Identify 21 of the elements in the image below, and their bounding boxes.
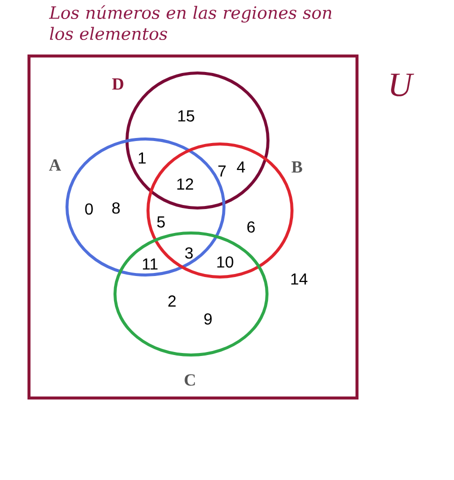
title: Los números en las regiones son los elementos	[48, 5, 332, 40]
element-number: 1	[138, 152, 146, 164]
universe-label: U	[390, 74, 414, 96]
element-number: 2	[168, 295, 176, 307]
element-number: 5	[157, 216, 165, 228]
element-number: 10	[217, 256, 234, 268]
element-number: 7	[218, 166, 226, 176]
element-number: 8	[112, 202, 120, 214]
element-number: 0	[85, 203, 93, 215]
element-number: 12	[177, 178, 194, 190]
element-number: 11	[142, 258, 158, 270]
element-number: 14	[291, 274, 308, 284]
element-number: 15	[178, 110, 194, 122]
element-number: 6	[247, 221, 255, 233]
set-label: C	[184, 374, 195, 386]
set-label: D	[112, 78, 124, 90]
set-label: A	[49, 159, 62, 171]
set-label: B	[292, 161, 302, 173]
element-number: 9	[204, 313, 212, 325]
element-number: 4	[236, 162, 245, 172]
element-number: 3	[185, 247, 193, 259]
